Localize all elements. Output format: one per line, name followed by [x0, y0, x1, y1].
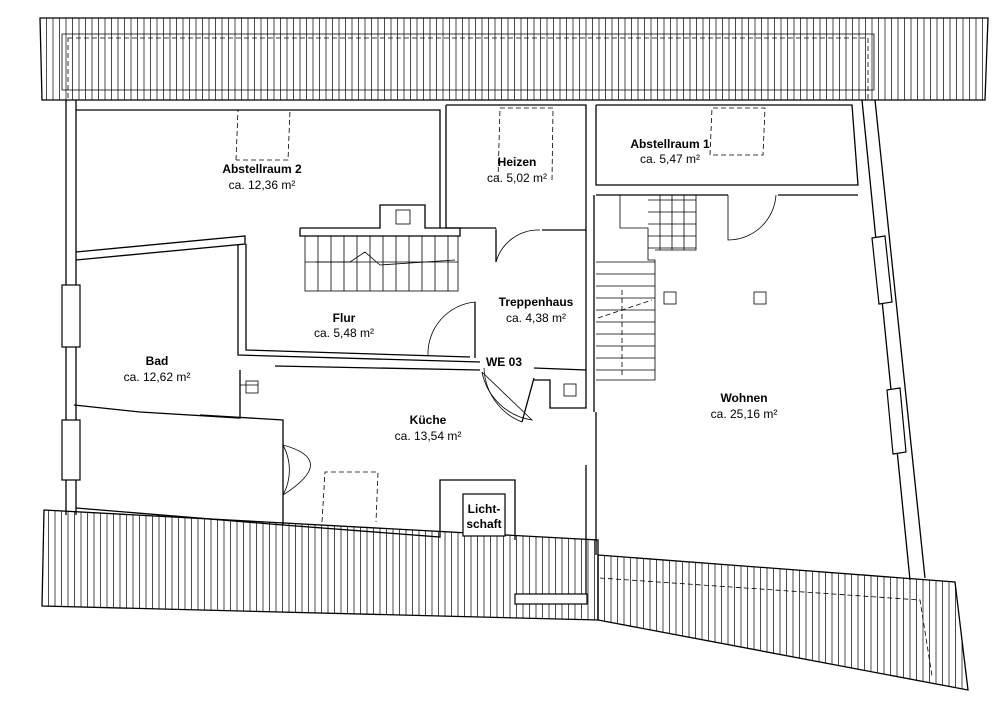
room-treppenhaus: Treppenhaus ca. 4,38 m² — [499, 295, 574, 325]
room-heizen: Heizen ca. 5,02 m² — [487, 155, 547, 185]
room-area-flur: ca. 5,48 m² — [314, 326, 374, 340]
room-wohnen: Wohnen ca. 25,16 m² — [711, 391, 778, 421]
room-abstellraum-2: Abstellraum 2 ca. 12,36 m² — [222, 162, 302, 192]
interior-walls — [73, 104, 859, 605]
stairs-lower — [596, 194, 697, 381]
room-kueche: Küche ca. 13,54 m² — [395, 413, 462, 443]
room-name-treppenhaus: Treppenhaus — [499, 295, 574, 309]
room-bad: Bad ca. 12,62 m² — [124, 354, 191, 384]
room-name-bad: Bad — [146, 354, 169, 368]
room-name-heizen: Heizen — [498, 155, 537, 169]
room-name-abstellraum-2: Abstellraum 2 — [222, 162, 302, 176]
room-area-abstellraum-2: ca. 12,36 m² — [229, 178, 296, 192]
stairs-upper — [304, 235, 459, 292]
roof-top — [39, 17, 989, 101]
unit-label: WE 03 — [486, 355, 522, 369]
lichtschaft: Licht- schaft — [466, 502, 501, 531]
room-area-kueche: ca. 13,54 m² — [395, 429, 462, 443]
roof-bottom-left — [41, 509, 599, 621]
room-area-heizen: ca. 5,02 m² — [487, 171, 547, 185]
room-name-flur: Flur — [333, 311, 356, 325]
room-area-wohnen: ca. 25,16 m² — [711, 407, 778, 421]
outer-walls — [61, 99, 926, 581]
room-name-wohnen: Wohnen — [720, 391, 767, 405]
roof-bottom-right — [597, 554, 969, 691]
room-flur: Flur ca. 5,48 m² — [314, 311, 374, 340]
room-area-abstellraum-1: ca. 5,47 m² — [640, 152, 700, 166]
room-area-treppenhaus: ca. 4,38 m² — [506, 311, 566, 325]
room-abstellraum-1: Abstellraum 1 ca. 5,47 m² — [630, 137, 710, 166]
lichtschaft-label-line1: Licht- — [468, 502, 501, 516]
lichtschaft-label-line2: schaft — [466, 517, 501, 531]
room-area-bad: ca. 12,62 m² — [124, 370, 191, 384]
doors — [282, 194, 777, 496]
room-name-kueche: Küche — [410, 413, 447, 427]
skylights — [235, 107, 766, 523]
room-name-abstellraum-1: Abstellraum 1 — [630, 137, 710, 151]
unit-label-text: WE 03 — [486, 355, 522, 369]
